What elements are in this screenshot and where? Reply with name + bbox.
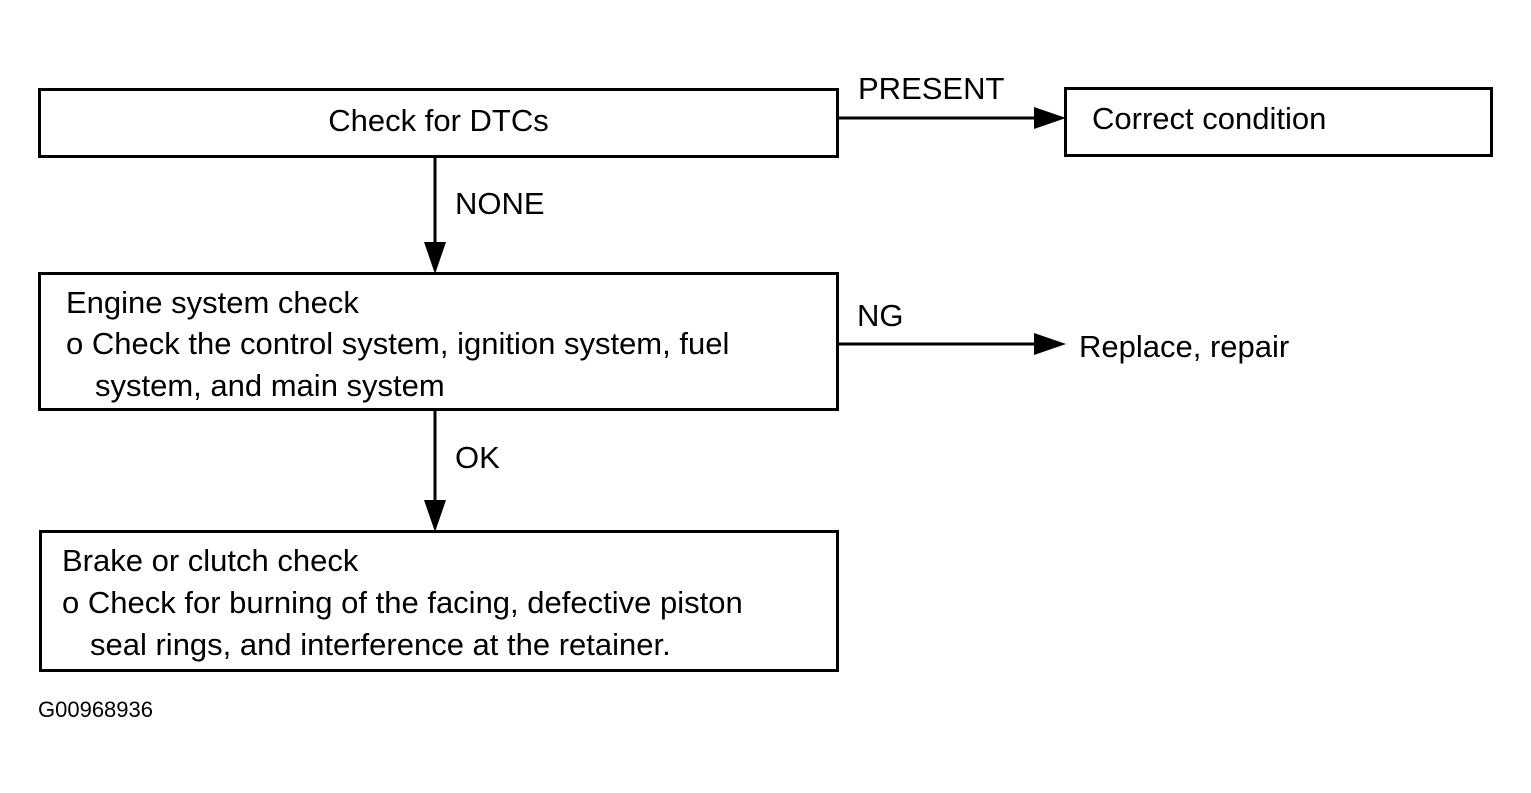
node-engine-check-title: Engine system check [66,285,359,320]
arrowhead-present [1034,107,1066,129]
edge-label-ng: NG [857,298,904,333]
node-correct-condition-label: Correct condition [1092,101,1327,136]
arrowhead-ok [424,500,446,532]
node-brake-check-line1: o Check for burning of the facing, defec… [62,585,743,620]
node-brake-check-line2: seal rings, and interference at the reta… [90,627,671,662]
edge-label-none: NONE [455,186,545,221]
node-engine-check-line2: system, and main system [95,368,445,403]
edge-label-ok: OK [455,440,500,475]
arrowhead-ng [1034,333,1066,355]
node-engine-check: Engine system check o Check the control … [38,272,839,411]
node-engine-check-line1: o Check the control system, ignition sys… [66,326,730,361]
node-brake-check: Brake or clutch check o Check for burnin… [39,530,839,672]
arrowhead-none [424,242,446,274]
node-check-dtcs-label: Check for DTCs [328,103,549,138]
edge-label-present: PRESENT [858,71,1005,106]
node-brake-check-title: Brake or clutch check [62,543,359,578]
node-replace-repair: Replace, repair [1079,329,1290,364]
node-check-dtcs: Check for DTCs [38,88,839,158]
figure-id: G00968936 [38,697,153,722]
node-correct-condition: Correct condition [1064,87,1493,157]
